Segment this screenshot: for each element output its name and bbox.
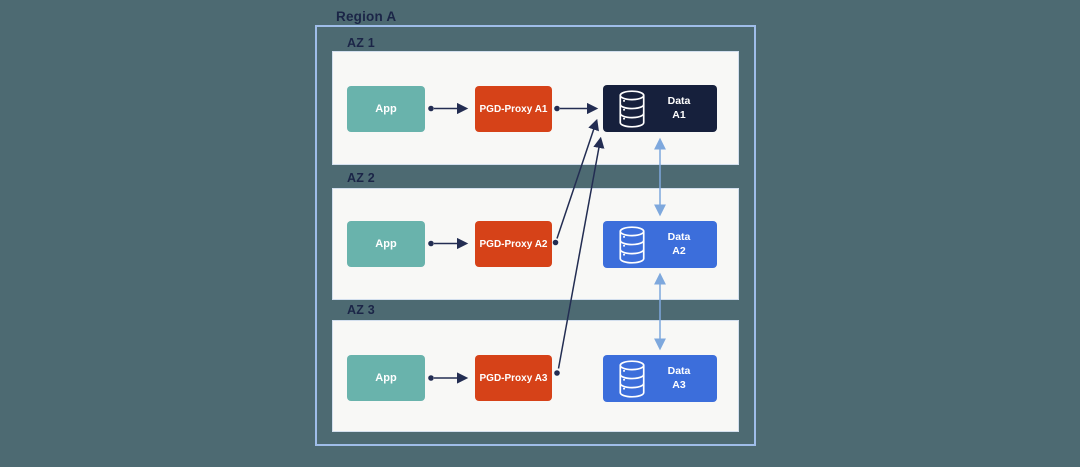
region-a-container xyxy=(315,25,756,446)
data-node-a2: Data A2 xyxy=(603,221,717,268)
proxy-node-label: PGD-Proxy A3 xyxy=(479,372,548,384)
data-node-a1: Data A1 xyxy=(603,85,717,132)
data-node-label: Data A3 xyxy=(647,365,717,391)
app-node-label: App xyxy=(375,103,397,115)
pgd-proxy-node-az3: PGD-Proxy A3 xyxy=(475,355,552,401)
app-node-label: App xyxy=(375,238,397,250)
app-node-label: App xyxy=(375,372,397,384)
data-node-label-line1: Data xyxy=(667,365,691,378)
app-node-az3: App xyxy=(347,355,425,401)
database-icon xyxy=(619,89,645,128)
database-icon xyxy=(619,225,645,264)
az-label-1: AZ 1 xyxy=(347,36,375,50)
region-label: Region A xyxy=(331,9,402,24)
az-label-3: AZ 3 xyxy=(347,303,375,317)
data-node-label: Data A1 xyxy=(647,95,717,121)
pgd-proxy-node-az2: PGD-Proxy A2 xyxy=(475,221,552,267)
az-label-2: AZ 2 xyxy=(347,171,375,185)
database-icon xyxy=(619,359,645,398)
data-node-label-line1: Data xyxy=(667,95,691,108)
data-node-label: Data A2 xyxy=(647,231,717,257)
data-node-label-line2: A3 xyxy=(672,378,686,391)
pgd-proxy-node-az1: PGD-Proxy A1 xyxy=(475,86,552,132)
data-node-label-line2: A1 xyxy=(672,108,686,121)
data-node-label-line2: A2 xyxy=(672,244,686,257)
data-node-a3: Data A3 xyxy=(603,355,717,402)
app-node-az2: App xyxy=(347,221,425,267)
proxy-node-label: PGD-Proxy A2 xyxy=(479,238,548,250)
proxy-node-label: PGD-Proxy A1 xyxy=(479,103,548,115)
app-node-az1: App xyxy=(347,86,425,132)
data-node-label-line1: Data xyxy=(667,231,691,244)
